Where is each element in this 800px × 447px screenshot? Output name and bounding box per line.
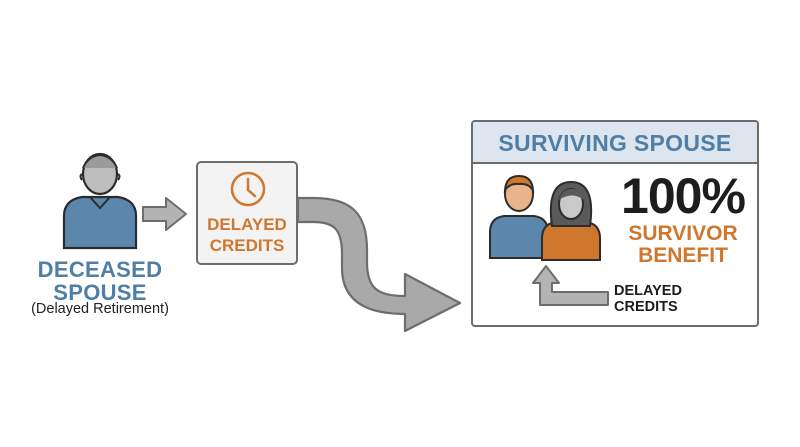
- delayed-credits-box: [196, 161, 298, 265]
- clock-icon: [230, 171, 266, 207]
- delayed-credits-label-line2: CREDITS: [209, 236, 285, 255]
- survivor-benefit-label-line1: SURVIVOR: [628, 222, 738, 245]
- survivor-benefit-label-line2: BENEFIT: [638, 244, 728, 267]
- deceased-spouse-label-line1: DECEASED: [37, 257, 163, 282]
- curved-arrow-icon: [296, 196, 462, 333]
- surviving-spouse-panel: SURVIVING SPOUSE: [471, 120, 759, 327]
- panel-delayed-credits-line2: CREDITS: [614, 299, 678, 315]
- elderly-person-icon: [62, 152, 138, 250]
- benefit-percentage: 100%: [621, 168, 746, 224]
- deceased-spouse-label-line2: SPOUSE: [53, 280, 147, 305]
- delayed-credits-label-line1: DELAYED: [207, 215, 287, 234]
- up-turn-arrow-icon: [532, 265, 609, 306]
- surviving-spouse-title: SURVIVING SPOUSE: [473, 122, 757, 164]
- panel-delayed-credits-line1: DELAYED: [614, 283, 682, 299]
- couple-icon: [489, 174, 601, 261]
- delayed-retirement-caption: (Delayed Retirement): [31, 301, 169, 317]
- right-arrow-icon: [142, 197, 187, 231]
